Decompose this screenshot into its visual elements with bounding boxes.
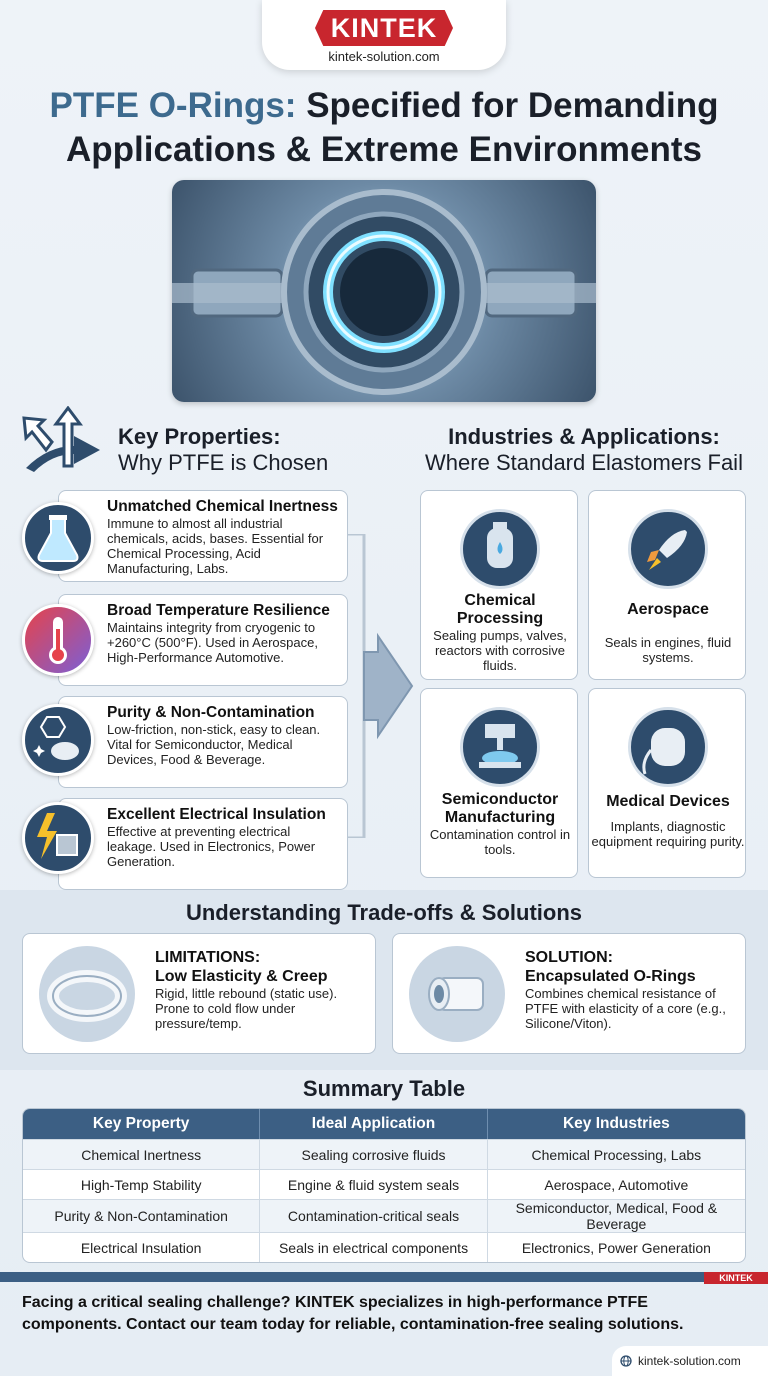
industries-title: Industries & Applications: xyxy=(448,424,720,449)
kintek-logo[interactable]: KINTEK xyxy=(315,10,453,46)
industry-title: Semiconductor Manufacturing xyxy=(441,791,559,826)
property-card-electrical: Excellent Electrical Insulation Effectiv… xyxy=(58,798,348,890)
connector-arrow-icon xyxy=(346,534,414,838)
table-cell: Chemical Processing, Labs xyxy=(486,1139,745,1169)
table-cell: Electrical Insulation xyxy=(23,1232,260,1262)
limitation-card: LIMITATIONS: Low Elasticity & Creep Rigi… xyxy=(22,933,376,1054)
industries-subtitle: Where Standard Elastomers Fail xyxy=(425,450,743,475)
title-rest: Specified for Demanding xyxy=(296,86,719,125)
property-title: Unmatched Chemical Inertness xyxy=(107,498,338,515)
limitation-label: LIMITATIONS: xyxy=(155,949,261,966)
properties-title: Key Properties: xyxy=(118,424,281,449)
limitation-text: Rigid, little rebound (static use). Pron… xyxy=(155,986,338,1031)
sparkle-icon xyxy=(22,704,94,776)
page-title: PTFE O-Rings: Specified for Demanding Ap… xyxy=(20,84,748,172)
table-cell: Engine & fluid system seals xyxy=(259,1169,487,1199)
site-url-bottom[interactable]: kintek-solution.com xyxy=(612,1346,768,1376)
table-cell: Seals in electrical components xyxy=(259,1232,487,1262)
industry-text: Implants, diagnostic equipment requiring… xyxy=(591,819,745,849)
industry-title: Medical Devices xyxy=(606,793,730,810)
thermometer-icon xyxy=(22,604,94,676)
o-ring-machine-icon xyxy=(172,189,596,395)
property-card-purity: Purity & Non-Contamination Low-friction,… xyxy=(58,696,348,788)
site-url-text: kintek-solution.com xyxy=(638,1354,741,1368)
table-row: Chemical Inertness Sealing corrosive flu… xyxy=(23,1139,745,1169)
column-header: Key Industries xyxy=(486,1109,745,1139)
encapsulated-oring-icon xyxy=(409,946,505,1042)
property-text: Immune to almost all industrial chemical… xyxy=(107,516,324,576)
property-title: Excellent Electrical Insulation xyxy=(107,806,326,823)
industry-card-aerospace: Aerospace Seals in engines, fluid system… xyxy=(588,490,746,680)
industry-title: Aerospace xyxy=(627,601,709,618)
properties-heading: Key Properties: Why PTFE is Chosen xyxy=(118,424,378,476)
column-header: Key Property xyxy=(23,1109,260,1139)
industry-title: Chemical Processing xyxy=(456,592,544,627)
table-row: High-Temp Stability Engine & fluid syste… xyxy=(23,1169,745,1199)
footer-divider xyxy=(0,1272,768,1282)
table-cell: Sealing corrosive fluids xyxy=(259,1139,487,1169)
site-url-top[interactable]: kintek-solution.com xyxy=(328,49,440,64)
table-cell: Electronics, Power Generation xyxy=(486,1232,745,1262)
oring-icon xyxy=(39,946,135,1042)
industry-card-semiconductor: Semiconductor Manufacturing Contaminatio… xyxy=(420,688,578,878)
summary-heading: Summary Table xyxy=(302,1076,466,1101)
property-text: Maintains integrity from cryogenic to +2… xyxy=(107,620,318,665)
industry-card-chemical: Chemical Processing Sealing pumps, valve… xyxy=(420,490,578,680)
industry-card-medical: Medical Devices Implants, diagnostic equ… xyxy=(588,688,746,878)
property-text: Low-friction, non-stick, easy to clean. … xyxy=(107,722,321,767)
reactor-icon xyxy=(460,509,540,589)
table-row: Purity & Non-Contamination Contamination… xyxy=(23,1199,745,1232)
globe-icon xyxy=(620,1355,632,1367)
industry-text: Sealing pumps, valves, reactors with cor… xyxy=(433,628,567,673)
title-accent: PTFE O-Rings: xyxy=(49,86,297,125)
footer-logo: KINTEK xyxy=(704,1272,768,1284)
solution-title: Encapsulated O-Rings xyxy=(525,968,696,985)
title-line2: Applications & Extreme Environments xyxy=(66,130,702,169)
wafer-tool-icon xyxy=(460,707,540,787)
table-cell: Semiconductor, Medical, Food & Beverage xyxy=(486,1199,745,1232)
table-cell: Chemical Inertness xyxy=(23,1139,260,1169)
hero-illustration xyxy=(172,180,596,402)
property-card-temperature: Broad Temperature Resilience Maintains i… xyxy=(58,594,348,686)
limitation-title: Low Elasticity & Creep xyxy=(155,968,328,985)
summary-table: Key Property Ideal Application Key Indus… xyxy=(22,1108,746,1263)
table-cell: Purity & Non-Contamination xyxy=(23,1199,260,1232)
industry-text: Contamination control in tools. xyxy=(429,827,571,857)
column-header: Ideal Application xyxy=(259,1109,487,1139)
properties-subtitle: Why PTFE is Chosen xyxy=(118,450,329,475)
flask-icon xyxy=(22,502,94,574)
call-to-action: Facing a critical sealing challenge? KIN… xyxy=(22,1294,684,1333)
solution-label: SOLUTION: xyxy=(525,949,613,966)
solution-card: SOLUTION: Encapsulated O-Rings Combines … xyxy=(392,933,746,1054)
industries-heading: Industries & Applications: Where Standar… xyxy=(410,424,758,476)
rocket-icon xyxy=(628,509,708,589)
property-title: Broad Temperature Resilience xyxy=(107,602,330,619)
tradeoffs-heading: Understanding Trade-offs & Solutions xyxy=(185,900,582,925)
table-row: Electrical Insulation Seals in electrica… xyxy=(23,1232,745,1262)
lightning-chip-icon xyxy=(22,802,94,874)
property-text: Effective at preventing electrical leaka… xyxy=(107,824,316,869)
pacemaker-icon xyxy=(628,707,708,787)
table-cell: Contamination-critical seals xyxy=(259,1199,487,1232)
solution-text: Combines chemical resistance of PTFE wit… xyxy=(525,986,726,1031)
arrows-icon xyxy=(18,405,108,478)
property-card-chemical: Unmatched Chemical Inertness Immune to a… xyxy=(58,490,348,582)
table-cell: High-Temp Stability xyxy=(23,1169,260,1199)
table-header-row: Key Property Ideal Application Key Indus… xyxy=(23,1109,745,1139)
industry-text: Seals in engines, fluid systems. xyxy=(604,635,732,665)
property-title: Purity & Non-Contamination xyxy=(107,704,315,721)
table-cell: Aerospace, Automotive xyxy=(486,1169,745,1199)
